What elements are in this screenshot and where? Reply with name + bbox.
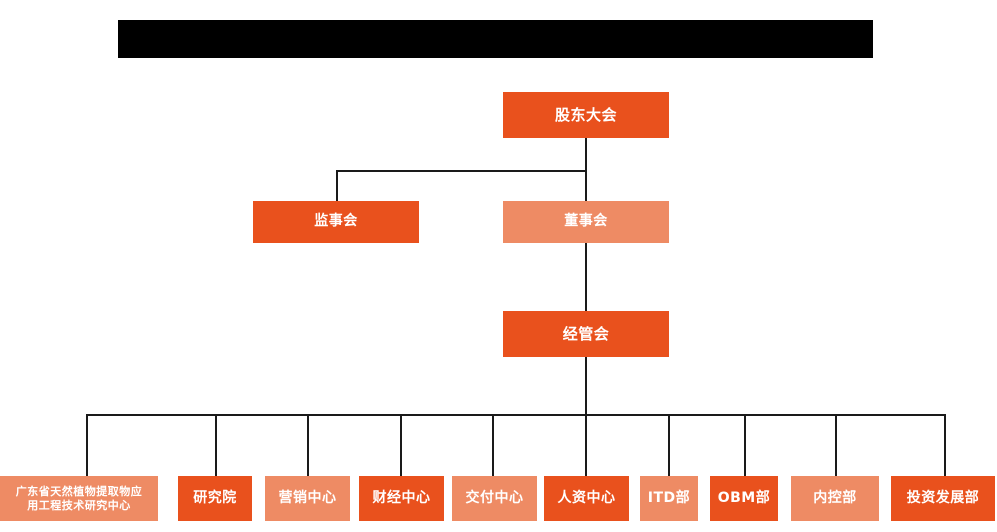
connector-management-stem	[585, 357, 587, 415]
node-hr-center[interactable]: 人资中心	[544, 476, 629, 521]
node-investment-dev-dept[interactable]: 投资发展部	[891, 476, 995, 521]
connector-directors-management	[585, 241, 587, 311]
connector-shareholders-bus	[336, 170, 587, 172]
connector-shareholders-stem	[585, 138, 587, 171]
node-marketing-center-label: 营销中心	[278, 489, 337, 506]
node-investment-dev-dept-label: 投资发展部	[906, 489, 980, 506]
connector-supervisors-drop	[336, 170, 338, 201]
connector-drop-obm-dept	[744, 414, 746, 476]
node-obm-dept[interactable]: OBM部	[710, 476, 778, 521]
node-obm-dept-label: OBM部	[717, 489, 771, 506]
connector-drop-finance-center	[400, 414, 402, 476]
connector-drop-investment-dev-dept	[944, 414, 946, 476]
node-itd-dept-label: ITD部	[647, 489, 691, 506]
node-delivery-center-label: 交付中心	[465, 489, 524, 506]
node-directors-label: 董事会	[564, 213, 608, 230]
node-directors[interactable]: 董事会	[503, 201, 669, 243]
node-supervisors[interactable]: 监事会	[253, 201, 419, 243]
node-management[interactable]: 经管会	[503, 311, 669, 357]
node-hr-center-label: 人资中心	[557, 489, 616, 506]
node-internal-control-dept-label: 内控部	[813, 489, 857, 506]
node-research-institute-label: 研究院	[193, 489, 237, 506]
node-finance-center[interactable]: 财经中心	[359, 476, 444, 521]
node-finance-center-label: 财经中心	[372, 489, 431, 506]
connector-drop-internal-control-dept	[835, 414, 837, 476]
connector-departments-bus	[86, 414, 945, 416]
node-research-institute[interactable]: 研究院	[178, 476, 252, 521]
node-itd-dept[interactable]: ITD部	[640, 476, 698, 521]
connector-directors-drop	[585, 170, 587, 201]
node-shareholders-label: 股东大会	[554, 105, 617, 124]
connector-drop-hr-center	[585, 414, 587, 476]
node-internal-control-dept[interactable]: 内控部	[791, 476, 879, 521]
connector-drop-marketing-center	[307, 414, 309, 476]
connector-drop-delivery-center	[492, 414, 494, 476]
node-marketing-center[interactable]: 营销中心	[265, 476, 350, 521]
node-management-label: 经管会	[562, 324, 610, 343]
node-delivery-center[interactable]: 交付中心	[452, 476, 537, 521]
node-shareholders[interactable]: 股东大会	[503, 92, 669, 138]
connector-drop-eng-center	[86, 414, 88, 476]
connector-drop-research-institute	[215, 414, 217, 476]
node-eng-center-label: 广东省天然植物提取物应 用工程技术研究中心	[15, 484, 143, 512]
node-eng-center[interactable]: 广东省天然植物提取物应 用工程技术研究中心	[0, 476, 158, 521]
node-supervisors-label: 监事会	[314, 213, 358, 230]
redacted-title-banner	[118, 20, 873, 58]
connector-drop-itd-dept	[668, 414, 670, 476]
